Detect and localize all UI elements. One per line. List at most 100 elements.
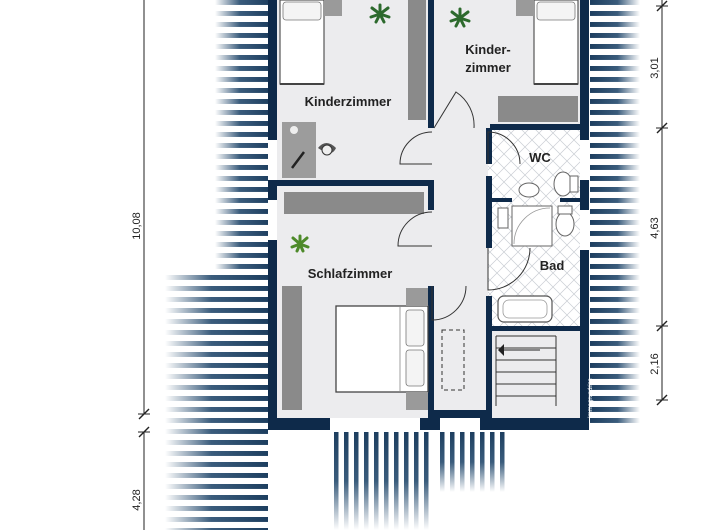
roof-stripe [590, 418, 640, 423]
roof-stripe [215, 110, 270, 115]
roof-stripe [354, 432, 359, 530]
roof-stripe [165, 418, 268, 423]
roof-stripe [590, 154, 640, 159]
roof-stripe [500, 432, 505, 492]
room-label-schlafzimmer: Schlafzimmer [308, 266, 393, 281]
roof-stripe [215, 220, 270, 225]
roof-stripe [215, 55, 270, 60]
roof-stripe [165, 517, 268, 522]
roof-stripe [165, 363, 268, 368]
roof-stripe [165, 275, 268, 280]
roof-stripe [165, 341, 268, 346]
roof-stripe [165, 407, 268, 412]
roof-stripe [590, 352, 640, 357]
roof-bottom [334, 432, 505, 530]
roof-stripe [215, 66, 270, 71]
roof-stripe [215, 132, 270, 137]
roof-stripe [590, 319, 640, 324]
roof-stripe [215, 242, 270, 247]
roof-stripe [590, 374, 640, 379]
roof-stripe [590, 407, 640, 412]
floor-hall [432, 128, 488, 418]
roof-stripe [590, 275, 640, 280]
roof-stripe [394, 432, 399, 530]
toilet-icon [555, 205, 575, 237]
bed-kinderzimmer-left [279, 0, 342, 85]
dimension-right-2: 4,63 [649, 217, 661, 238]
toilet-icon [553, 171, 579, 197]
roof-stripe [215, 209, 270, 214]
roof-stripe [590, 132, 640, 137]
roof-stripe [165, 297, 268, 302]
roof-stripe [344, 432, 349, 530]
roof-stripe [590, 110, 640, 115]
roof-stripe [165, 385, 268, 390]
room-label-kinderzimmer-2b: zimmer [465, 60, 511, 75]
bathtub-icon [497, 295, 553, 323]
roof-stripe [165, 330, 268, 335]
roof-stripe [470, 432, 475, 492]
doors [397, 91, 531, 321]
roof-stripe [334, 432, 339, 530]
room-label-wc: WC [529, 150, 551, 165]
roof-stripe [590, 44, 640, 49]
roof-stripe [590, 55, 640, 60]
roof-stripe [215, 0, 270, 5]
roof-stripe [165, 286, 268, 291]
roof-stripe [215, 253, 270, 258]
room-label-kinderzimmer-2a: Kinder- [465, 42, 511, 57]
room-label-bad: Bad [540, 258, 565, 273]
roof-stripe [590, 396, 640, 401]
bed-kinderzimmer-right [516, 0, 579, 85]
bed-schlafzimmer [335, 288, 429, 410]
staircase [495, 335, 557, 406]
roof-stripe [215, 165, 270, 170]
sink-icon [518, 182, 540, 198]
roof-stripe [590, 308, 640, 313]
roof-stripe [590, 385, 640, 390]
roof-stripe [215, 176, 270, 181]
roof-stripe [480, 432, 485, 492]
roof-stripe [215, 22, 270, 27]
dimension-right-3: 2,16 [649, 353, 661, 374]
roof-stripe [165, 484, 268, 489]
dimension-ticks [138, 0, 668, 438]
roof-stripe [404, 432, 409, 530]
roof-stripe [590, 176, 640, 181]
roof-stripe [590, 99, 640, 104]
roof-stripe [590, 286, 640, 291]
roof-stripe [215, 44, 270, 49]
roof-stripe [215, 143, 270, 148]
roof-stripe [590, 187, 640, 192]
roof-stripe [165, 396, 268, 401]
roof-left-lower [165, 275, 268, 530]
roof-stripe [590, 363, 640, 368]
roof-right [590, 0, 640, 423]
roof-stripe [215, 99, 270, 104]
roof-stripe [590, 198, 640, 203]
roof-stripe [590, 0, 640, 5]
roof-stripe [215, 11, 270, 16]
roof-stripe [590, 253, 640, 258]
roof-stripe [590, 77, 640, 82]
roof-stripe [424, 432, 429, 530]
chair [318, 143, 336, 156]
roof-stripe [440, 432, 445, 492]
roof-stripe [215, 33, 270, 38]
roof-stripe [590, 33, 640, 38]
desk [282, 122, 316, 178]
roof-stripe [364, 432, 369, 530]
roof-stripe [590, 297, 640, 302]
roof-stripe [384, 432, 389, 530]
dimension-left-lower: 4,28 [131, 489, 143, 510]
roof-stripe [414, 432, 419, 530]
roof-stripe [165, 506, 268, 511]
roof-stripe [165, 462, 268, 467]
roof-stripe [165, 451, 268, 456]
roof-stripe [590, 121, 640, 126]
roof-stripe [165, 473, 268, 478]
roof-stripe [215, 154, 270, 159]
watermark-text: Immogrundriss [588, 378, 594, 418]
roof-stripe [165, 440, 268, 445]
